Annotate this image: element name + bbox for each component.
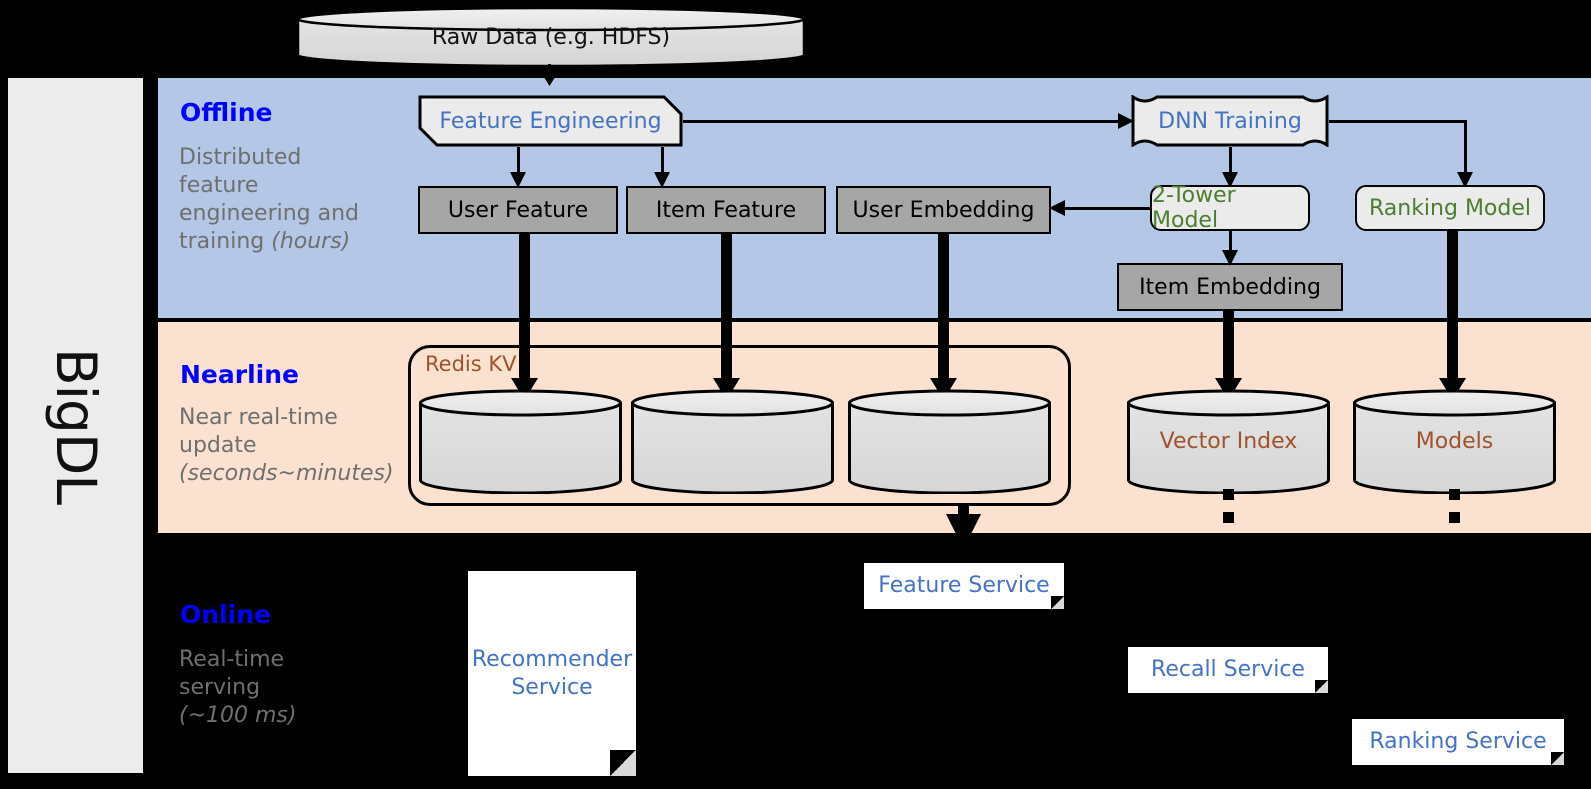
stub-feature-service-1 [958, 505, 969, 516]
arrow-store-to-feature-service [946, 514, 981, 536]
two-tower-model-node[interactable]: 2-Tower Model [1150, 183, 1310, 233]
bigdl-sidebar-panel [8, 78, 143, 773]
feature-engineering-node[interactable]: Feature Engineering [418, 95, 683, 147]
pipe-ranking-model-to-models [1447, 231, 1458, 389]
offline-band-title: Offline [180, 98, 273, 127]
pipe-user-embedding-to-store [938, 234, 949, 389]
connector-twotower-to-userembedding [1063, 207, 1151, 210]
pipe-user-feature-arrowhead [511, 378, 538, 400]
user-embedding-store-cylinder[interactable] [847, 389, 1052, 494]
pipe-user-feature-to-store [519, 234, 530, 389]
nearline-band-subtitle: Near real-time update (seconds~minutes) [179, 404, 409, 488]
recommender-service-label-line-1: Recommender [471, 647, 633, 672]
connector-fe-to-dnn [683, 120, 1121, 123]
recommender-service-fold-corner [610, 750, 636, 776]
item-feature-node[interactable]: Item Feature [626, 186, 826, 234]
stub-models-1 [1449, 489, 1460, 500]
ranking-model-node[interactable]: Ranking Model [1355, 185, 1545, 231]
stub-models-2 [1449, 512, 1460, 523]
models-cylinder[interactable]: Models [1352, 389, 1557, 494]
item-embedding-label: Item Embedding [1139, 274, 1321, 300]
recommender-service-label-line-2: Service [511, 674, 593, 700]
pipe-item-feature-to-store [721, 234, 732, 389]
recall-service-label: Recall Service [1151, 657, 1305, 683]
offline-subtitle-line-4: training (hours) [179, 228, 379, 256]
connector-dnn-to-ranking-v [1464, 120, 1467, 175]
ranking-service-fold-corner [1551, 752, 1564, 765]
raw-data-cylinder: Raw Data (e.g. HDFS) [296, 6, 806, 68]
pipe-item-embedding-to-vector-index [1223, 311, 1234, 389]
offline-band-subtitle: Distributed feature engineering and trai… [179, 144, 379, 257]
two-tower-model-label: 2-Tower Model [1152, 183, 1236, 233]
nearline-subtitle-duration: (seconds~minutes) [179, 461, 394, 487]
online-subtitle-line-2: serving [179, 675, 261, 701]
arrow-rawdata-to-fe-head [537, 66, 562, 86]
recall-service-fold-corner [1315, 680, 1328, 693]
user-feature-label: User Feature [447, 197, 589, 223]
item-feature-store-cylinder[interactable] [630, 389, 835, 494]
redis-kv-label: Redis KV [425, 352, 517, 376]
stub-vector-index-2 [1223, 512, 1234, 523]
user-feature-store-cylinder[interactable] [418, 389, 623, 494]
offline-subtitle-duration: (hours) [271, 229, 351, 255]
item-feature-label: Item Feature [655, 197, 797, 223]
arrow-fe-to-dnn-head [1118, 113, 1134, 129]
user-feature-node[interactable]: User Feature [418, 186, 618, 234]
offline-subtitle-line-1: Distributed [179, 145, 302, 170]
user-embedding-label: User Embedding [852, 197, 1035, 223]
connector-fe-to-itemfeature [661, 147, 664, 175]
dnn-training-node[interactable]: DNN Training [1131, 95, 1329, 147]
arrow-dnn-to-twotower-head [1222, 172, 1238, 188]
redis-kv-container [408, 345, 1071, 506]
ranking-service-card[interactable]: Ranking Service [1352, 719, 1564, 765]
bigdl-sidebar-label-text: BigDL [43, 347, 108, 504]
pipe-models-arrowhead [1439, 378, 1466, 400]
pipe-item-feature-arrowhead [713, 378, 740, 400]
connector-twotower-to-itemembedding [1229, 231, 1232, 253]
online-subtitle-line-1: Real-time [179, 647, 285, 672]
online-band-title: Online [180, 600, 271, 629]
pipe-user-embedding-arrowhead [930, 378, 957, 400]
connector-dnn-to-ranking-h [1329, 120, 1467, 123]
feature-service-fold-corner [1051, 596, 1064, 609]
arrow-twotower-to-itemembedding-head [1222, 250, 1238, 266]
offline-subtitle-line-2: feature [179, 173, 259, 199]
nearline-subtitle-line-2: update [179, 433, 257, 459]
offline-subtitle-line-3: engineering and [179, 201, 360, 227]
online-subtitle-duration: (~100 ms) [179, 703, 297, 729]
vector-index-cylinder[interactable]: Vector Index [1126, 389, 1331, 494]
arrow-dnn-to-ranking-head [1457, 172, 1473, 188]
offline-subtitle-line-4-text: training [179, 229, 272, 255]
nearline-band-title: Nearline [180, 360, 299, 389]
arrow-fe-to-itemfeature-head [654, 172, 670, 188]
recommender-service-card[interactable]: Recommender Service [468, 571, 636, 776]
nearline-subtitle-line-1: Near real-time [179, 405, 338, 430]
ranking-model-label: Ranking Model [1368, 195, 1532, 221]
connector-fe-to-userfeature [517, 147, 520, 175]
online-band-subtitle: Real-time serving (~100 ms) [179, 646, 409, 730]
user-embedding-node[interactable]: User Embedding [836, 186, 1051, 234]
connector-dnn-to-twotower [1229, 147, 1232, 175]
arrow-twotower-to-userembedding-head [1049, 200, 1065, 216]
ranking-service-label: Ranking Service [1369, 729, 1547, 755]
pipe-vector-index-arrowhead [1215, 378, 1242, 400]
arrow-fe-to-userfeature-head [510, 172, 526, 188]
feature-service-label: Feature Service [878, 573, 1050, 599]
recall-service-card[interactable]: Recall Service [1128, 647, 1328, 693]
feature-service-card[interactable]: Feature Service [864, 563, 1064, 609]
bigdl-sidebar-label: BigDL [8, 78, 143, 773]
stub-vector-index-1 [1223, 489, 1234, 500]
item-embedding-node[interactable]: Item Embedding [1117, 263, 1343, 311]
